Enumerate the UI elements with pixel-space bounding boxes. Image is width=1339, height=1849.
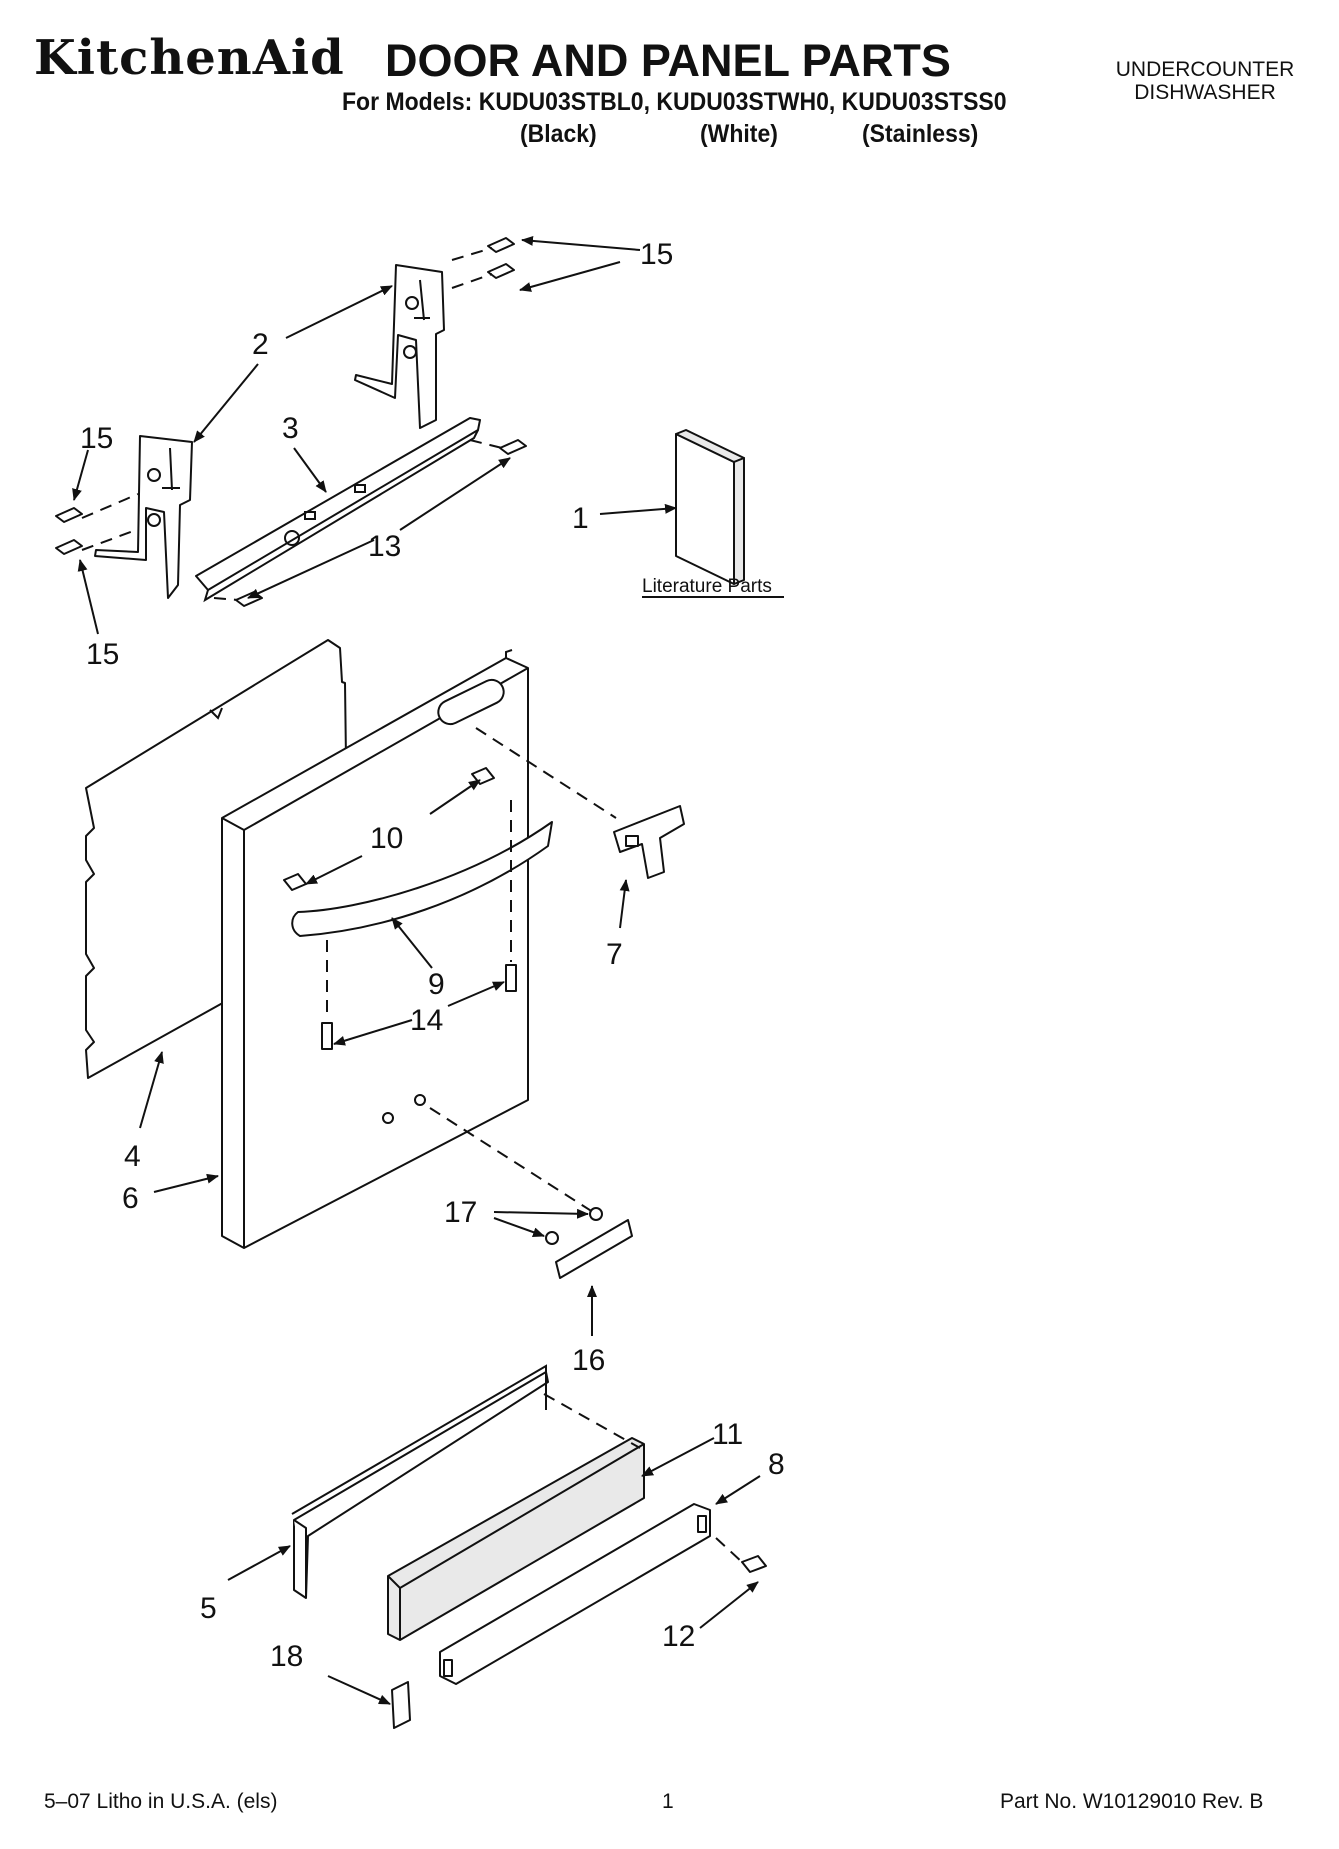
variant-stainless: (Stainless) [862, 120, 979, 148]
variant-black: (Black) [520, 120, 597, 148]
leader-8 [715, 1475, 761, 1505]
callout-3: 3 [282, 412, 299, 445]
toe-panel-screw [741, 1555, 767, 1573]
callout-15-top: 15 [640, 238, 673, 271]
leader-17-a [493, 1208, 589, 1219]
door-bracket-left [94, 435, 193, 599]
models-line: For Models: KUDU03STBL0, KUDU03STWH0, KU… [342, 88, 1007, 116]
callout-18: 18 [270, 1640, 303, 1673]
leader-15-a [521, 235, 641, 251]
leader-14-b [333, 1019, 413, 1046]
page-title: DOOR AND PANEL PARTS [385, 35, 951, 86]
insulation-foam [387, 1437, 645, 1641]
stud-right [505, 964, 517, 992]
outer-door-panel [221, 649, 529, 1249]
callout-15-bottom: 15 [86, 638, 119, 671]
literature-parts-label: Literature Parts [642, 576, 772, 597]
leader-13-a [247, 539, 375, 599]
leader-6 [153, 1173, 219, 1193]
callout-2: 2 [252, 328, 269, 361]
leader-11 [641, 1437, 715, 1477]
variant-white: (White) [700, 120, 778, 148]
footer-part-number: Part No. W10129010 Rev. B [1000, 1790, 1264, 1813]
leader-18 [327, 1675, 391, 1705]
nut-upper [589, 1207, 603, 1221]
leader-9 [391, 917, 433, 969]
leader-7 [619, 879, 630, 929]
door-bracket-right [354, 264, 445, 429]
leader-2-a [285, 285, 393, 339]
footer-litho: 5–07 Litho in U.S.A. (els) [44, 1790, 278, 1813]
callout-16: 16 [572, 1344, 605, 1377]
callout-10: 10 [370, 822, 403, 855]
callout-13: 13 [368, 530, 401, 563]
door-handle [291, 821, 553, 937]
screws-upper [55, 237, 527, 607]
callout-8: 8 [768, 1448, 785, 1481]
leader-5 [227, 1545, 291, 1581]
nut-lower [545, 1231, 559, 1245]
kick-plate [291, 1364, 549, 1599]
leader-12 [699, 1581, 759, 1629]
brand-logo: KitchenAid [34, 30, 345, 86]
panel-clip [391, 1681, 411, 1729]
callout-15-left: 15 [80, 422, 113, 455]
callout-1: 1 [572, 502, 589, 535]
callout-4: 4 [124, 1140, 141, 1173]
leader-15-c [72, 449, 89, 501]
nameplate-badge [555, 1219, 633, 1279]
appliance-type: UNDERCOUNTER DISHWASHER [1080, 58, 1330, 104]
toe-panel [439, 1503, 711, 1685]
leader-3 [293, 447, 327, 493]
leader-4 [139, 1051, 164, 1129]
leader-17-b [493, 1217, 545, 1237]
leader-1 [599, 503, 677, 515]
callout-11: 11 [712, 1418, 743, 1451]
leader-13-b [399, 457, 511, 531]
leader-2-b [193, 363, 259, 443]
appliance-type-line-2: DISHWASHER [1134, 81, 1276, 104]
footer-page-number: 1 [662, 1790, 674, 1813]
leader-14-a [447, 981, 505, 1007]
callout-9: 9 [428, 968, 445, 1001]
mounting-rail [195, 417, 481, 603]
latch-bracket [613, 805, 685, 879]
stud-left [321, 1022, 333, 1050]
callout-17: 17 [444, 1196, 477, 1229]
inner-panel [85, 639, 347, 1079]
leader-15-b [519, 261, 621, 292]
literature-parts-booklet [675, 429, 745, 585]
appliance-type-line-1: UNDERCOUNTER [1115, 58, 1295, 81]
leader-10-a [429, 779, 481, 815]
leader-15-d [77, 559, 99, 635]
callout-12: 12 [662, 1620, 695, 1653]
callout-7: 7 [606, 938, 623, 971]
callout-6: 6 [122, 1182, 139, 1215]
leader-10-b [305, 855, 363, 885]
callout-14: 14 [410, 1004, 443, 1037]
callout-5: 5 [200, 1592, 217, 1625]
